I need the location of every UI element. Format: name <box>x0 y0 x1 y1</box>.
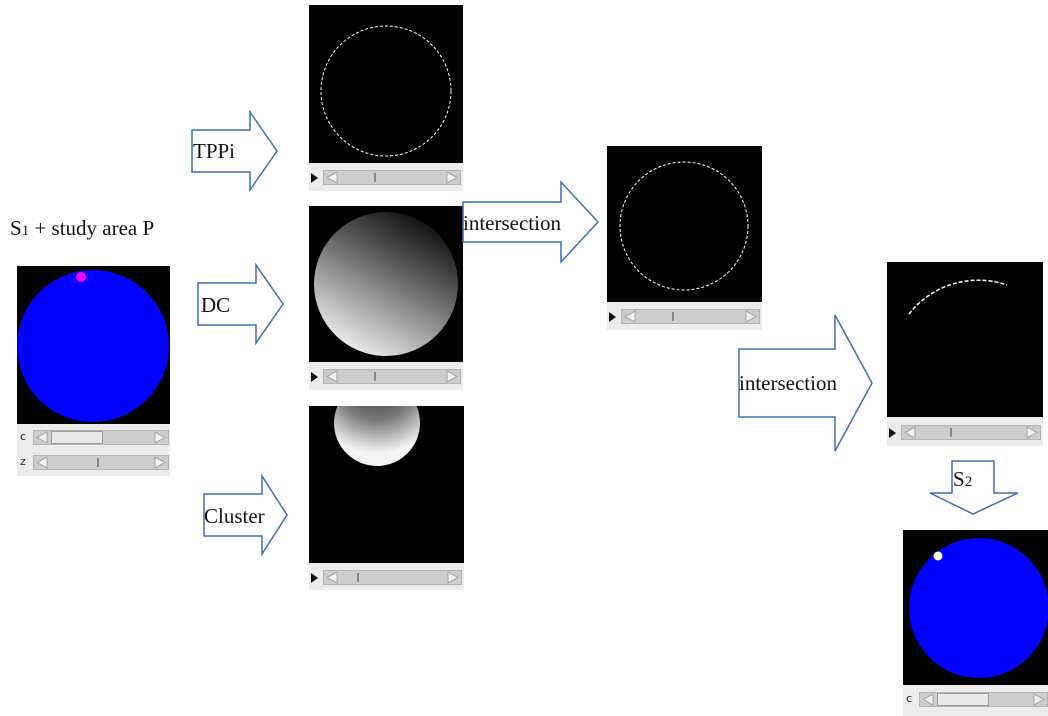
scroll-left-icon[interactable] <box>902 426 918 439</box>
result-arc <box>908 279 1008 315</box>
s2-track[interactable] <box>919 692 1048 707</box>
dc-track[interactable] <box>323 369 461 384</box>
scroll-right-icon[interactable] <box>445 571 461 584</box>
scroll-left-icon[interactable] <box>324 370 340 383</box>
c-label: c <box>20 430 27 443</box>
s1-caption: S1 + study area P <box>10 216 155 240</box>
scroll-right-icon[interactable] <box>444 171 460 184</box>
c-thumb[interactable] <box>51 431 103 444</box>
scroll-right-icon[interactable] <box>152 431 168 444</box>
tppi-label: TPPi <box>193 139 236 163</box>
z-scrollbar[interactable]: z <box>17 453 170 473</box>
cluster-label: Cluster <box>204 504 265 528</box>
result-ring-thumb[interactable] <box>672 312 674 321</box>
s2-circle <box>909 538 1048 678</box>
s1-canvas <box>17 270 169 422</box>
play-icon[interactable] <box>889 428 896 438</box>
cluster-scrollbar[interactable] <box>309 568 464 588</box>
intersection-label-1: intersection <box>463 211 561 235</box>
tppi-thumb[interactable] <box>374 173 376 182</box>
cluster-panel <box>309 406 464 590</box>
scroll-left-icon[interactable] <box>34 456 50 469</box>
block-arrow-right-icon <box>462 180 600 264</box>
s2-c-label: c <box>906 692 913 705</box>
tppi-panel <box>309 5 463 191</box>
intersection-label-2: intersection <box>739 371 837 395</box>
dc-label: DC <box>201 293 231 317</box>
result-ring-scrollbar[interactable] <box>607 307 762 327</box>
scroll-left-icon[interactable] <box>622 310 638 323</box>
cluster-thumb[interactable] <box>357 573 359 582</box>
cluster-disc <box>334 406 420 466</box>
s2-panel: c <box>903 530 1048 716</box>
result-arc-thumb[interactable] <box>950 428 952 437</box>
cluster-canvas <box>334 406 420 466</box>
tppi-canvas <box>320 25 452 157</box>
scroll-right-icon[interactable] <box>1031 693 1047 706</box>
dc-scrollbar[interactable] <box>309 367 463 387</box>
dc-canvas <box>314 212 458 356</box>
scroll-right-icon[interactable] <box>152 456 168 469</box>
scroll-left-icon[interactable] <box>324 171 340 184</box>
result-arc-image <box>887 262 1043 417</box>
dc-image <box>309 206 463 362</box>
s2-label: S2 <box>953 467 973 491</box>
result-ring-image <box>607 146 762 302</box>
tppi-scrollbar[interactable] <box>309 168 463 188</box>
cluster-image <box>309 406 464 563</box>
cluster-track[interactable] <box>323 570 462 585</box>
tppi-track[interactable] <box>323 170 461 185</box>
z-label: z <box>20 455 26 468</box>
scroll-left-icon[interactable] <box>324 571 340 584</box>
result-ring-panel <box>607 146 762 330</box>
s2-image <box>903 530 1048 685</box>
play-icon[interactable] <box>311 372 318 382</box>
scroll-right-icon[interactable] <box>743 310 759 323</box>
result-arc-scrollbar[interactable] <box>887 423 1043 443</box>
s2-thumb[interactable] <box>937 693 989 706</box>
result-ring-canvas <box>619 161 749 291</box>
s1-panel: c z <box>17 266 170 476</box>
dc-gradient-disc <box>314 212 458 356</box>
s2-marker <box>933 551 943 561</box>
result-ring <box>619 161 749 291</box>
result-arc-panel <box>887 262 1043 446</box>
c-scrollbar[interactable]: c <box>17 428 170 448</box>
block-arrow-down-icon <box>929 460 1019 515</box>
block-arrow-right-icon <box>191 110 278 192</box>
result-arc-canvas <box>908 279 1008 315</box>
s2-canvas <box>909 538 1048 678</box>
tppi-image <box>309 5 463 163</box>
dc-thumb[interactable] <box>374 372 376 381</box>
z-thumb[interactable] <box>97 458 99 467</box>
tppi-ring <box>320 25 452 157</box>
s1-image <box>17 266 170 424</box>
z-track[interactable] <box>33 455 169 470</box>
scroll-right-icon[interactable] <box>444 370 460 383</box>
block-arrow-right-icon <box>203 474 288 556</box>
block-arrow-right-icon <box>738 314 873 452</box>
study-circle <box>17 270 169 422</box>
play-icon[interactable] <box>311 173 318 183</box>
play-icon[interactable] <box>311 573 318 583</box>
scroll-right-icon[interactable] <box>1024 426 1040 439</box>
study-area-marker <box>76 272 86 282</box>
result-ring-track[interactable] <box>621 309 760 324</box>
c-track[interactable] <box>33 430 169 445</box>
play-icon[interactable] <box>609 312 616 322</box>
block-arrow-right-icon <box>197 263 284 345</box>
s2-scrollbar[interactable]: c <box>903 690 1048 710</box>
dc-panel <box>309 206 463 390</box>
scroll-left-icon[interactable] <box>34 431 50 444</box>
scroll-left-icon[interactable] <box>920 693 936 706</box>
result-arc-track[interactable] <box>901 425 1041 440</box>
